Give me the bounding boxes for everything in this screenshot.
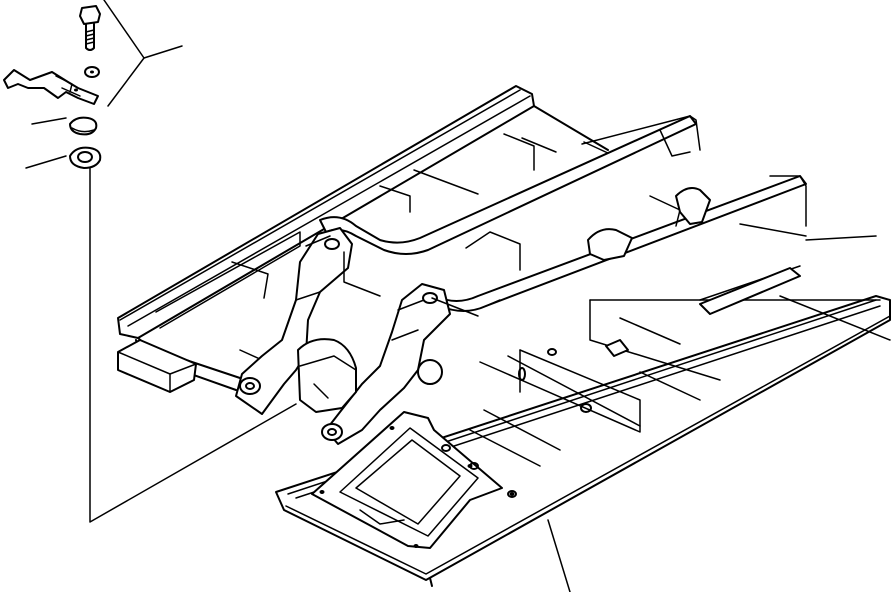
bracket-plate-rear (235, 227, 353, 415)
left-end-block (117, 339, 197, 393)
callout-bolt-group (103, 0, 183, 107)
center-housing (297, 338, 357, 413)
callout-right-plate (779, 295, 891, 341)
installation-line (89, 167, 297, 523)
right-rail-plate (587, 187, 807, 261)
upper-beam (319, 115, 701, 255)
right-frame-rail (275, 295, 891, 587)
platform-deck (311, 411, 515, 549)
callout-washer (25, 155, 67, 169)
washer-part (69, 146, 102, 169)
callout-cap (31, 117, 67, 125)
gussets (343, 231, 521, 317)
cap-part (69, 116, 98, 136)
bolt-part (79, 5, 101, 51)
bracket-plate-front (321, 283, 451, 445)
callout-right-rail (805, 235, 877, 241)
callout-front-frame (547, 519, 571, 592)
right-crossmembers (441, 265, 881, 498)
bracket-plate-part (3, 69, 99, 105)
lock-washer-part (84, 66, 100, 78)
